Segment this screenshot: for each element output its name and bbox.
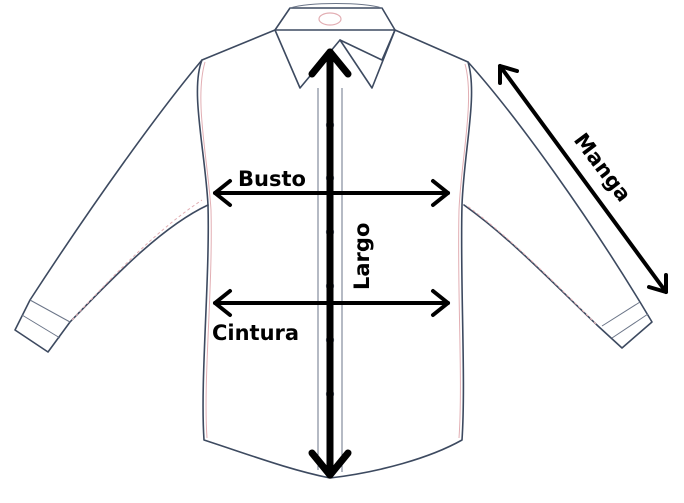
cintura-label: Cintura — [212, 321, 299, 345]
largo-arrow — [308, 48, 352, 479]
left-side-seam — [200, 61, 212, 439]
collar-label-tag — [318, 12, 342, 26]
right-side-seam — [458, 63, 470, 439]
right-sleeve-seam — [465, 204, 597, 325]
largo-label: Largo — [350, 223, 374, 290]
left-sleeve-seam — [71, 199, 203, 321]
button-placket — [317, 88, 343, 472]
collar-band — [289, 3, 383, 9]
shirt-body — [196, 29, 473, 479]
collar-right-point — [339, 29, 396, 89]
right-sleeve — [463, 61, 653, 349]
manga-arrow — [498, 64, 668, 294]
manga-label: Manga — [569, 129, 636, 207]
busto-label: Busto — [238, 167, 306, 191]
left-cuff — [21, 299, 71, 339]
right-cuff — [601, 301, 649, 339]
